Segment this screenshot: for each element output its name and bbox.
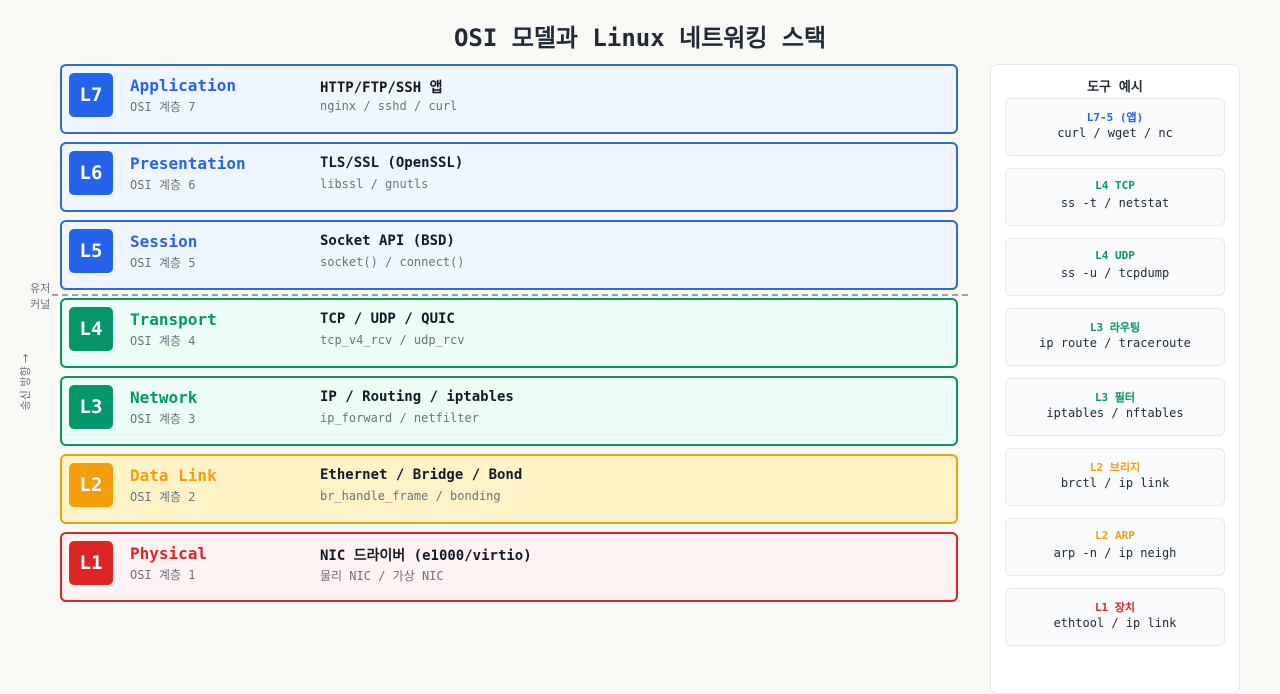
tool-card-header: L2 브리지 (1089, 461, 1141, 474)
tool-card-command: ip route / traceroute (1039, 336, 1191, 350)
layer-l4-transport: L4 Transport OSI 계층 4 TCP / UDP / QUIC t… (60, 298, 958, 368)
kernel-space-label: 커널 (30, 298, 51, 311)
tool-card-header: L2 ARP (1095, 529, 1135, 542)
tool-card-command: ss -t / netstat (1060, 196, 1170, 210)
layer-implementation: libssl / gnutls (320, 177, 429, 191)
tool-card-command: iptables / nftables (1046, 406, 1184, 420)
tool-card-l4-tcp: L4 TCP ss -t / netstat (1005, 168, 1225, 226)
tool-card-header: L3 라우팅 (1089, 321, 1141, 334)
layer-implementation: socket() / connect() (320, 255, 465, 269)
layer-name: Network (130, 388, 198, 407)
diagram-title: OSI 모델과 Linux 네트워킹 스택 (453, 24, 827, 52)
tool-card-header: L1 장치 (1094, 601, 1136, 614)
tool-card-l7-5-app: L7-5 (앱) curl / wget / nc (1005, 98, 1225, 156)
layer-badge: L1 (69, 541, 113, 585)
tool-card-command: ethtool / ip link (1053, 616, 1177, 630)
layer-l1-physical: L1 Physical OSI 계층 1 NIC 드라이버 (e1000/vir… (60, 532, 958, 602)
layer-badge: L2 (69, 463, 113, 507)
tools-panel-title: 도구 예시 (1087, 80, 1143, 95)
tool-card-header: L4 TCP (1095, 179, 1135, 192)
user-kernel-boundary-line (52, 294, 968, 296)
user-space-label: 유저 (30, 282, 51, 295)
layer-name: Session (130, 232, 198, 251)
layer-implementation: ip_forward / netfilter (320, 411, 479, 425)
layer-l6-presentation: L6 Presentation OSI 계층 6 TLS/SSL (OpenSS… (60, 142, 958, 212)
layer-name: Application (130, 76, 236, 95)
tool-card-command: ss -u / tcpdump (1060, 266, 1170, 280)
layer-l7-application: L7 Application OSI 계층 7 HTTP/FTP/SSH 앱 n… (60, 64, 958, 134)
layer-badge: L6 (69, 151, 113, 195)
tool-card-command: brctl / ip link (1060, 476, 1170, 490)
layer-implementation: 물리 NIC / 가상 NIC (320, 569, 444, 583)
layer-subtitle: OSI 계층 5 (130, 256, 196, 270)
layer-badge: L4 (69, 307, 113, 351)
layer-subtitle: OSI 계층 2 (130, 490, 196, 504)
layer-implementation: br_handle_frame / bonding (320, 489, 501, 503)
layer-badge: L7 (69, 73, 113, 117)
layer-badge: L3 (69, 385, 113, 429)
layer-protocol: Ethernet / Bridge / Bond (320, 467, 523, 483)
tool-card-l1-device: L1 장치 ethtool / ip link (1005, 588, 1225, 646)
layer-protocol: NIC 드라이버 (e1000/virtio) (320, 548, 532, 564)
layer-subtitle: OSI 계층 1 (130, 568, 196, 582)
layer-l5-session: L5 Session OSI 계층 5 Socket API (BSD) soc… (60, 220, 958, 290)
tools-panel: 도구 예시 L7-5 (앱) curl / wget / nc L4 TCP s… (990, 64, 1240, 694)
tool-card-l4-udp: L4 UDP ss -u / tcpdump (1005, 238, 1225, 296)
send-direction-label: 송신 방향 → (19, 353, 32, 411)
layer-subtitle: OSI 계층 3 (130, 412, 196, 426)
layer-protocol: HTTP/FTP/SSH 앱 (320, 80, 443, 96)
tool-card-command: arp -n / ip neigh (1053, 546, 1177, 560)
tool-card-l2-bridge: L2 브리지 brctl / ip link (1005, 448, 1225, 506)
layer-badge: L5 (69, 229, 113, 273)
tool-card-l3-routing: L3 라우팅 ip route / traceroute (1005, 308, 1225, 366)
tool-card-l3-filter: L3 필터 iptables / nftables (1005, 378, 1225, 436)
tool-card-l2-arp: L2 ARP arp -n / ip neigh (1005, 518, 1225, 576)
layer-protocol: TCP / UDP / QUIC (320, 311, 455, 327)
layer-implementation: nginx / sshd / curl (320, 99, 458, 113)
layer-subtitle: OSI 계층 4 (130, 334, 196, 348)
layer-l2-data-link: L2 Data Link OSI 계층 2 Ethernet / Bridge … (60, 454, 958, 524)
layer-protocol: Socket API (BSD) (320, 233, 455, 249)
layer-name: Presentation (130, 154, 246, 173)
tool-card-header: L4 UDP (1095, 249, 1135, 262)
layer-name: Data Link (130, 466, 217, 485)
layer-implementation: tcp_v4_rcv / udp_rcv (320, 333, 465, 347)
layer-subtitle: OSI 계층 7 (130, 100, 196, 114)
tool-card-header: L7-5 (앱) (1086, 111, 1144, 124)
layer-protocol: IP / Routing / iptables (320, 389, 514, 405)
layer-l3-network: L3 Network OSI 계층 3 IP / Routing / iptab… (60, 376, 958, 446)
layer-protocol: TLS/SSL (OpenSSL) (320, 155, 464, 171)
tool-card-command: curl / wget / nc (1057, 126, 1173, 140)
layer-name: Physical (130, 544, 208, 563)
tool-card-header: L3 필터 (1094, 391, 1136, 404)
layer-subtitle: OSI 계층 6 (130, 178, 196, 192)
layer-name: Transport (130, 310, 217, 329)
